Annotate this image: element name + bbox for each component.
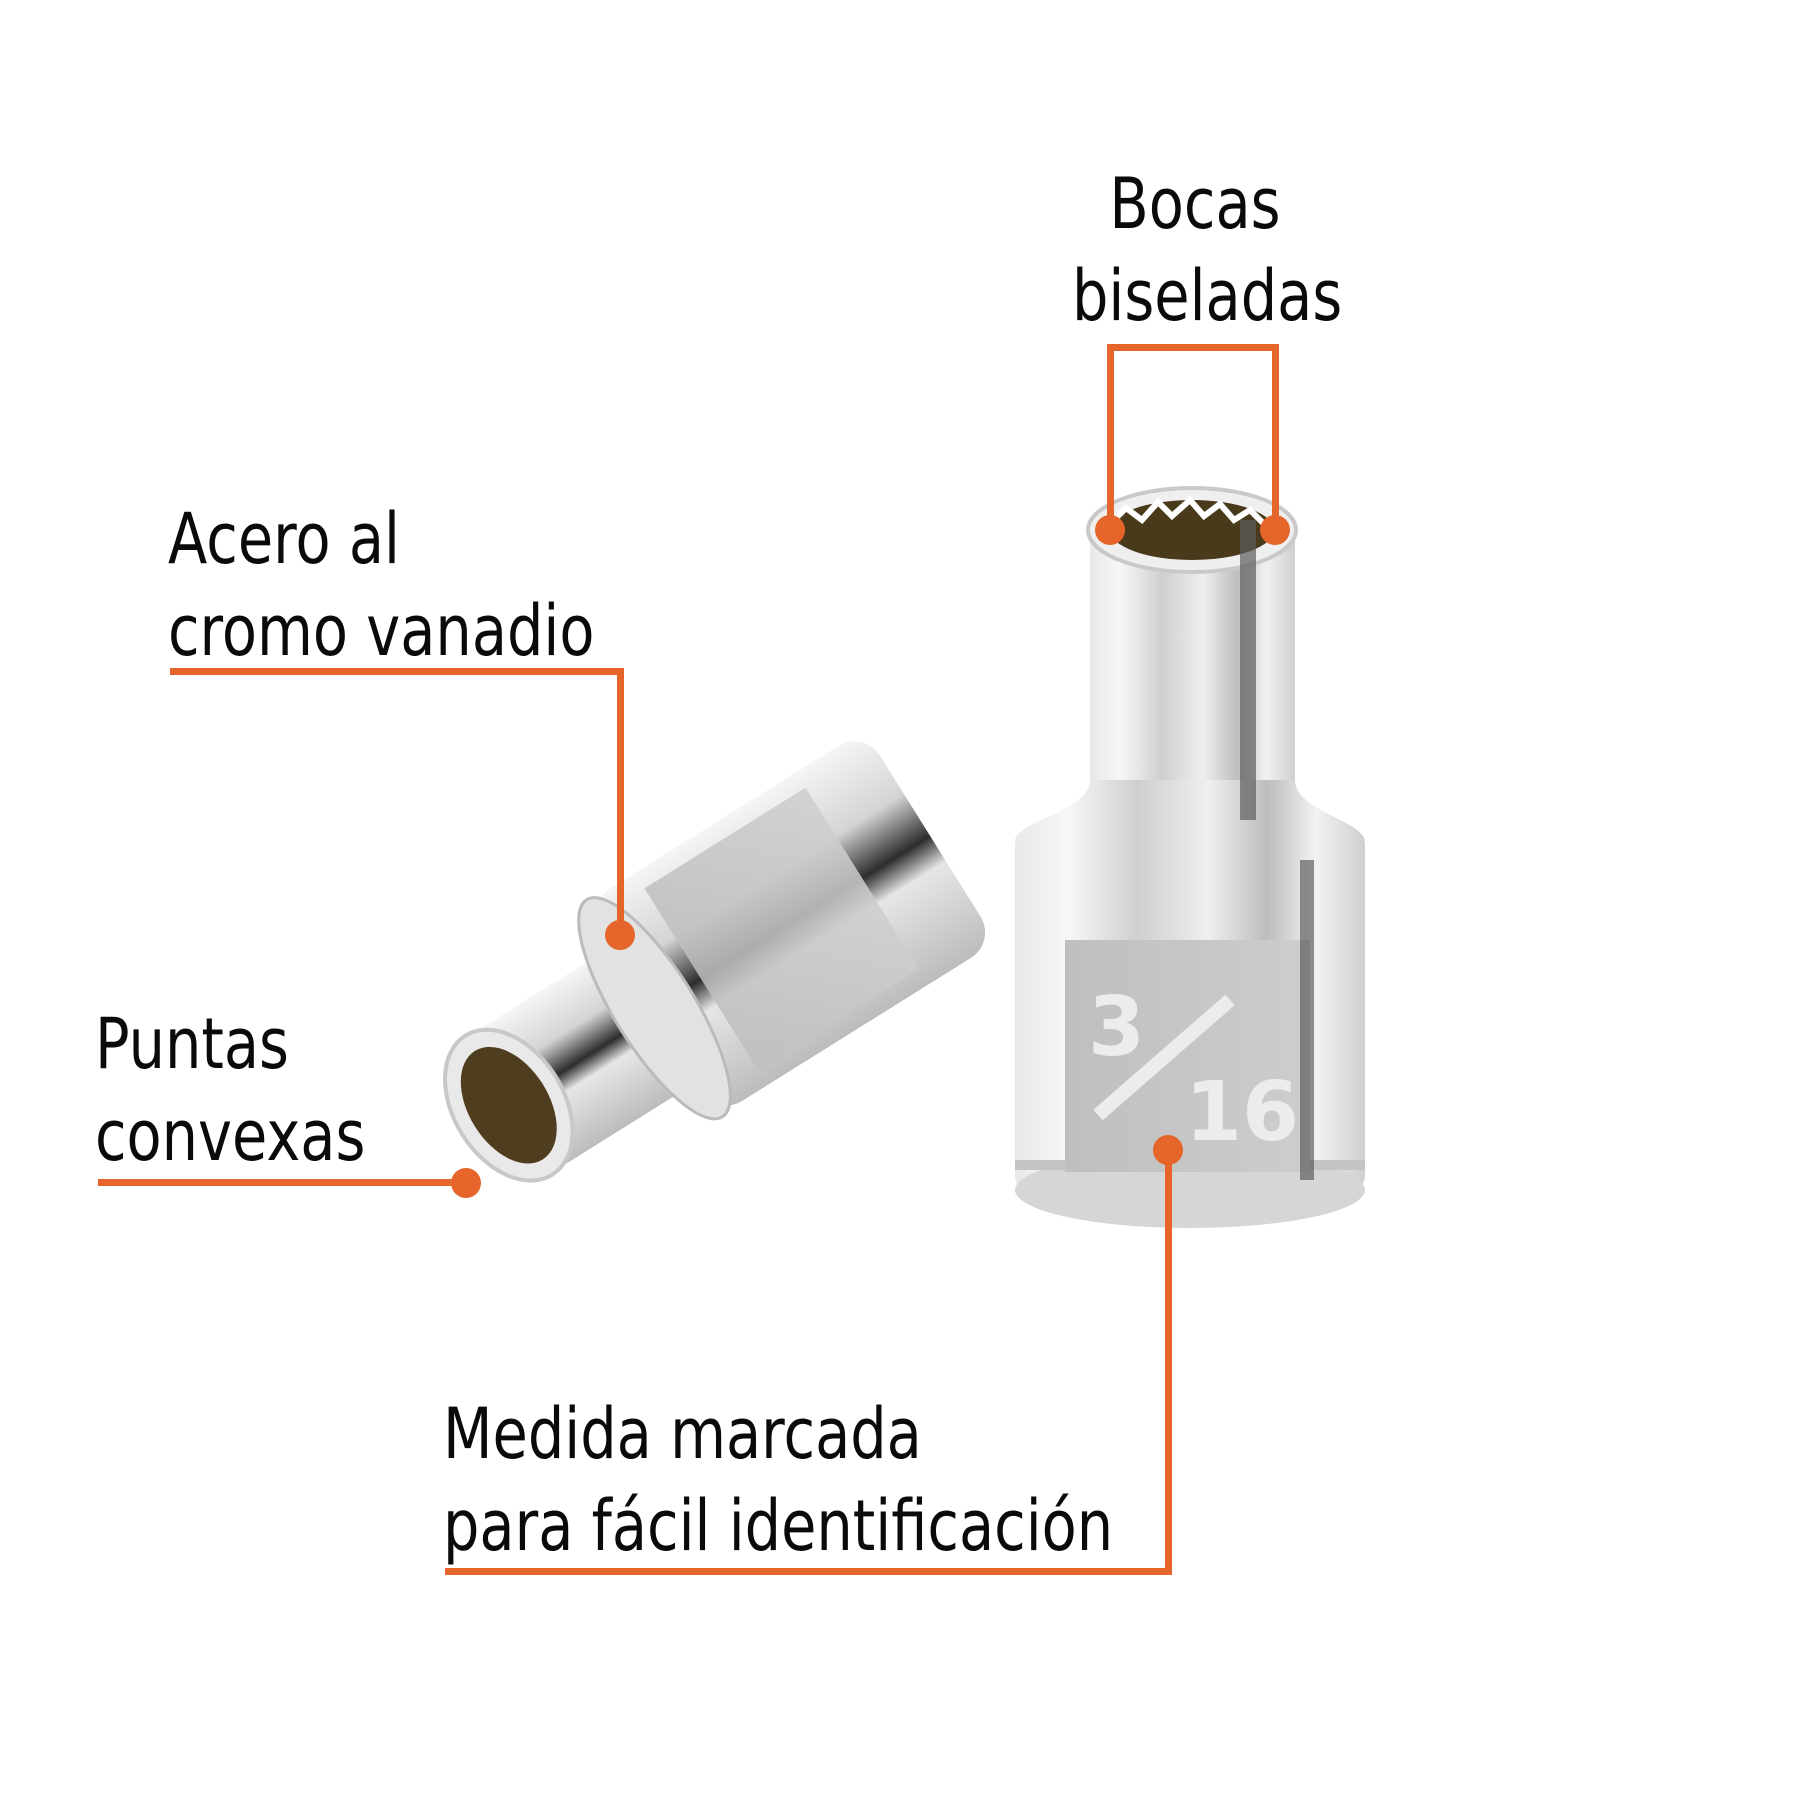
lying-socket xyxy=(443,741,986,1183)
callout-dot-acero xyxy=(605,920,635,950)
callout-acero-cromo-vanadio: Acero al cromo vanadio xyxy=(168,493,595,677)
callout-dot-bocas-left xyxy=(1095,515,1125,545)
callout-puntas-line1: Puntas xyxy=(95,1003,289,1085)
bracket-bocas-top xyxy=(1107,344,1279,351)
callout-bocas-line1: Bocas xyxy=(1109,163,1281,245)
size-marking-denominator: 16 xyxy=(1185,1065,1299,1160)
callout-acero-line2: cromo vanadio xyxy=(168,590,595,672)
leader-puntas-horizontal xyxy=(98,1179,465,1186)
callout-dot-medida xyxy=(1153,1135,1183,1165)
callout-medida-marcada: Medida marcada para fácil identificación xyxy=(443,1388,1113,1572)
bracket-bocas-right xyxy=(1272,344,1279,530)
callout-puntas-convexas: Puntas convexas xyxy=(95,998,365,1182)
upright-socket: 3 16 xyxy=(1015,486,1365,1228)
callout-dot-puntas xyxy=(451,1168,481,1198)
bracket-bocas-left xyxy=(1107,344,1114,530)
size-marking-numerator: 3 xyxy=(1088,980,1145,1075)
callout-medida-line2: para fácil identificación xyxy=(443,1485,1114,1567)
leader-acero-vertical xyxy=(617,668,624,935)
callout-puntas-line2: convexas xyxy=(95,1095,366,1177)
callout-dot-bocas-right xyxy=(1260,515,1290,545)
callout-acero-line1: Acero al xyxy=(168,498,400,580)
callout-bocas-line2: biseladas xyxy=(1072,255,1343,337)
callout-bocas-biseladas: Bocas biseladas xyxy=(1072,158,1343,342)
callout-medida-line1: Medida marcada xyxy=(443,1393,922,1475)
leader-medida-horizontal xyxy=(445,1568,1172,1575)
leader-acero-horizontal xyxy=(170,668,624,675)
leader-medida-vertical xyxy=(1165,1150,1172,1575)
